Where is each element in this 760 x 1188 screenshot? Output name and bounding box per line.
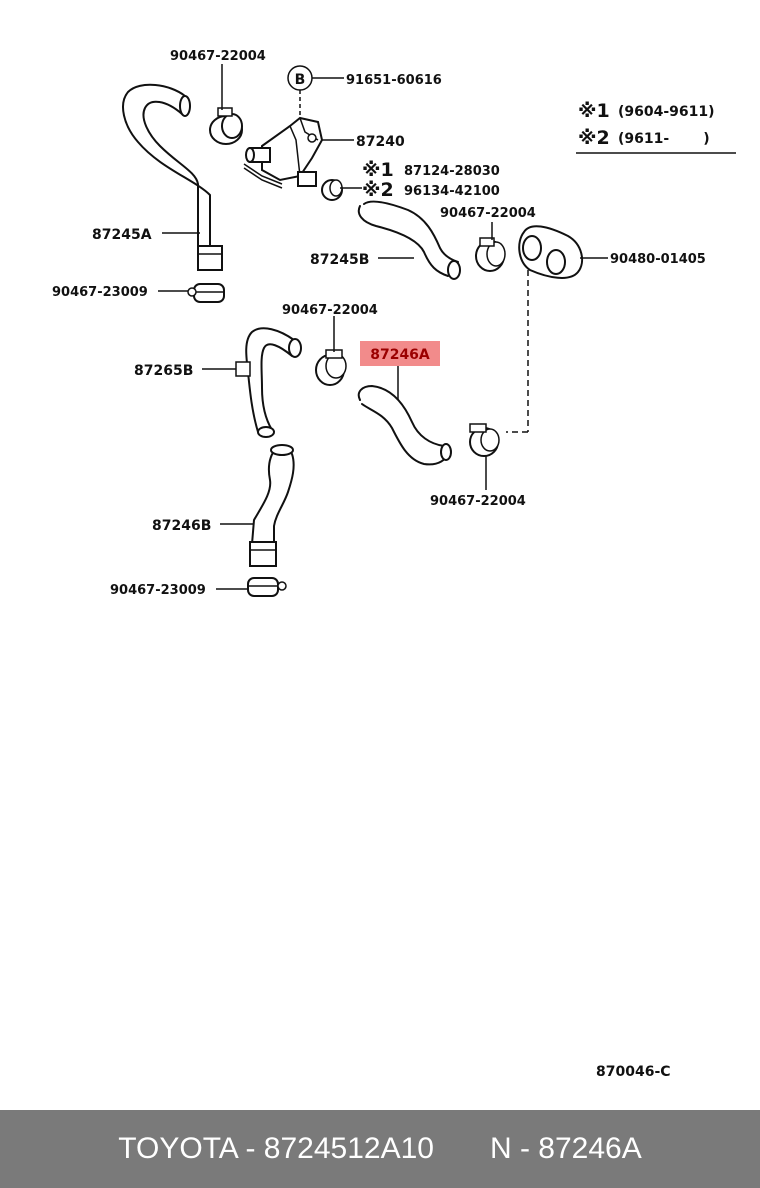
clamp-90467-23009-upper[interactable] bbox=[187, 283, 225, 303]
label-note2-part: 96134-42100 bbox=[404, 184, 500, 199]
label-clamp-bottom-left: 90467-23009 bbox=[110, 583, 206, 598]
highlight-box bbox=[360, 341, 440, 366]
callout-b-letter: B bbox=[295, 72, 306, 88]
label-hose-87245b: 87245B bbox=[310, 252, 369, 268]
label-clamp-mid: 90467-22004 bbox=[440, 206, 536, 221]
label-clamp-lower: 90467-22004 bbox=[430, 494, 526, 509]
clamp-note-part[interactable] bbox=[321, 179, 343, 201]
footer-ref-number: N - 87246A bbox=[489, 1132, 642, 1165]
water-valve-87240[interactable] bbox=[243, 116, 324, 189]
label-valve: 87240 bbox=[356, 134, 405, 150]
clamp-90467-22004-top[interactable] bbox=[209, 107, 243, 145]
parts-diagram: 90467-22004 87240 B 91651-60616 ※1 87124… bbox=[52, 49, 736, 1080]
note1-symbol: ※1 bbox=[362, 159, 394, 181]
hose-87245a[interactable] bbox=[122, 83, 223, 271]
hose-87245b[interactable] bbox=[357, 200, 461, 280]
footer-part-number: TOYOTA - 8724512A10 bbox=[118, 1132, 434, 1165]
label-clip-b: 91651-60616 bbox=[346, 73, 442, 88]
label-clamp-center: 90467-22004 bbox=[282, 303, 378, 318]
legend-row2-symbol: ※2 bbox=[578, 127, 610, 149]
label-grommet: 90480-01405 bbox=[610, 252, 706, 267]
hose-87246a[interactable] bbox=[357, 385, 452, 466]
legend-row1-symbol: ※1 bbox=[578, 100, 610, 122]
label-hose-87246b: 87246B bbox=[152, 518, 211, 534]
drawing-code: 870046-C bbox=[596, 1064, 671, 1080]
clamp-90467-23009-lower[interactable] bbox=[247, 577, 287, 597]
clamp-90467-22004-mid[interactable] bbox=[475, 237, 506, 272]
clamp-90467-22004-center[interactable] bbox=[315, 349, 347, 386]
grommet-90480-01405[interactable] bbox=[518, 225, 584, 279]
label-clamp-low-left: 90467-23009 bbox=[52, 285, 148, 300]
footer-bar: TOYOTA - 8724512A10 N - 87246A bbox=[0, 1110, 760, 1188]
label-hose-87246a: 87246A bbox=[370, 347, 430, 363]
clamp-90467-22004-lower[interactable] bbox=[469, 423, 500, 457]
hose-87265b[interactable] bbox=[235, 327, 302, 438]
hose-87246b[interactable] bbox=[249, 444, 295, 567]
label-hose-87265b: 87265B bbox=[134, 363, 193, 379]
note2-symbol: ※2 bbox=[362, 179, 394, 201]
label-note1-part: 87124-28030 bbox=[404, 164, 500, 179]
legend-row1-range: (9604-9611) bbox=[618, 104, 715, 120]
legend-row2-range: (9611- ) bbox=[618, 131, 710, 147]
label-hose-87245a: 87245A bbox=[92, 227, 152, 243]
label-clamp-top-left: 90467-22004 bbox=[170, 49, 266, 64]
